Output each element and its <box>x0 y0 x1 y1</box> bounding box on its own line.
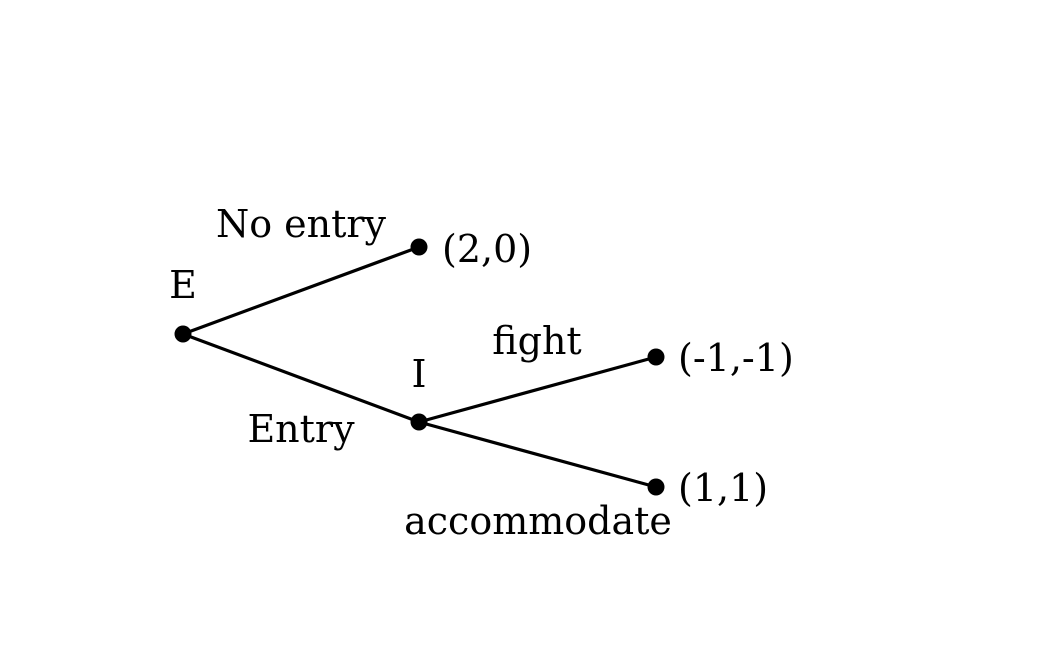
player-label-entrant: E <box>169 263 197 307</box>
payoff-fight: (-1,-1) <box>678 336 794 380</box>
player-label-incumbent: I <box>411 352 426 396</box>
edge-no-entry <box>181 245 421 336</box>
edge-entry <box>181 332 421 424</box>
action-label-no-entry: No entry <box>216 202 387 246</box>
payoff-no-entry: (2,0) <box>442 227 532 271</box>
node-terminal-fight <box>647 348 665 366</box>
node-terminal-accommodate <box>647 478 665 496</box>
edge-accommodate <box>417 420 658 489</box>
payoff-accommodate: (1,1) <box>678 466 768 510</box>
action-label-fight: fight <box>492 319 581 363</box>
action-label-accommodate: accommodate <box>404 499 672 543</box>
action-label-entry: Entry <box>247 407 355 451</box>
node-incumbent <box>410 413 428 431</box>
node-entrant <box>174 325 192 343</box>
node-terminal-no-entry <box>410 238 428 256</box>
edge-fight <box>417 355 658 424</box>
